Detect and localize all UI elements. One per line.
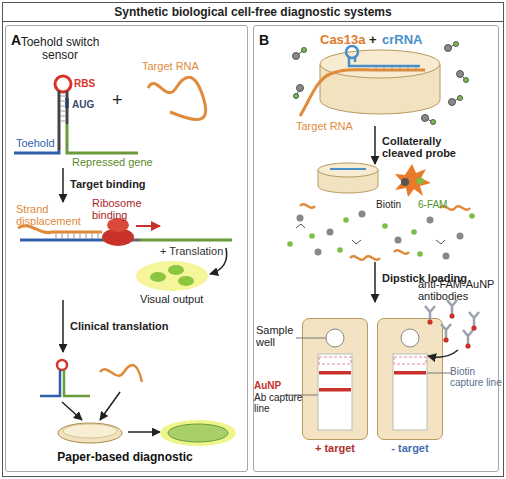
dipstick-result: + target [291, 442, 379, 454]
part-label: Biotin [376, 199, 401, 210]
panel-letter: B [259, 32, 269, 48]
gold-antibodies [425, 300, 479, 344]
cleaved-fragments [287, 204, 475, 259]
step-arrow [62, 300, 64, 352]
component-label: crRNA [382, 33, 422, 48]
part-label: Visual output [140, 293, 203, 305]
part-label: Ab capture line [254, 392, 304, 414]
sensor-title: Toehold switch sensor [18, 36, 102, 63]
loading-arrow [428, 350, 458, 357]
cleaving-complex [318, 163, 431, 197]
paper-diagnostic [40, 360, 236, 446]
plus-sign: + [112, 90, 123, 110]
part-label: Sample well [256, 324, 300, 349]
figure-frame [3, 3, 504, 477]
panel-letter: A [11, 32, 21, 48]
step-arrow [374, 262, 376, 302]
component-label: Cas13a [320, 33, 366, 48]
part-label: 6-FAM [418, 199, 447, 210]
part-label: AuNP [254, 380, 281, 391]
part-label: Biotin capture line [450, 366, 502, 388]
cas13a-complex [300, 46, 440, 116]
part-label: Target RNA [296, 120, 353, 132]
target-rna [148, 77, 206, 119]
title-rule [3, 21, 504, 22]
dipstick-detail [318, 329, 427, 430]
leader-line [427, 373, 452, 374]
dipstick-result: - target [366, 442, 454, 454]
panel-box: B+ target- target [253, 25, 499, 472]
step-label: Clinical translation [70, 320, 168, 332]
plus-sign: + [369, 33, 377, 48]
output-title: Paper-based diagnostic [40, 451, 210, 464]
dipstick-strip: + target [302, 318, 368, 440]
part-label: Toehold [16, 137, 55, 149]
part-label: Repressed gene [72, 156, 153, 168]
step-label: Target binding [70, 178, 146, 190]
part-label: + Translation [160, 245, 223, 257]
part-label: AUG [72, 99, 94, 110]
part-label: Strand displacement [16, 203, 78, 228]
reporter-probes [293, 42, 469, 125]
dipstick-strip: - target [377, 318, 443, 440]
part-label: Ribosome binding [92, 197, 150, 222]
part-label: Target RNA [142, 60, 199, 72]
part-label: RBS [74, 78, 95, 89]
diagram-title: Synthetic biological cell-free diagnosti… [0, 5, 506, 19]
leader-line [296, 338, 326, 339]
part-label: anti-FAM-AuNP antibodies [418, 278, 502, 303]
gold-nanoparticles [427, 313, 476, 348]
step-arrow [374, 126, 376, 164]
step-arrow [62, 168, 64, 202]
visual-output [136, 261, 208, 291]
step-label: Collaterally cleaved probe [382, 135, 474, 160]
toehold-switch [14, 76, 138, 153]
